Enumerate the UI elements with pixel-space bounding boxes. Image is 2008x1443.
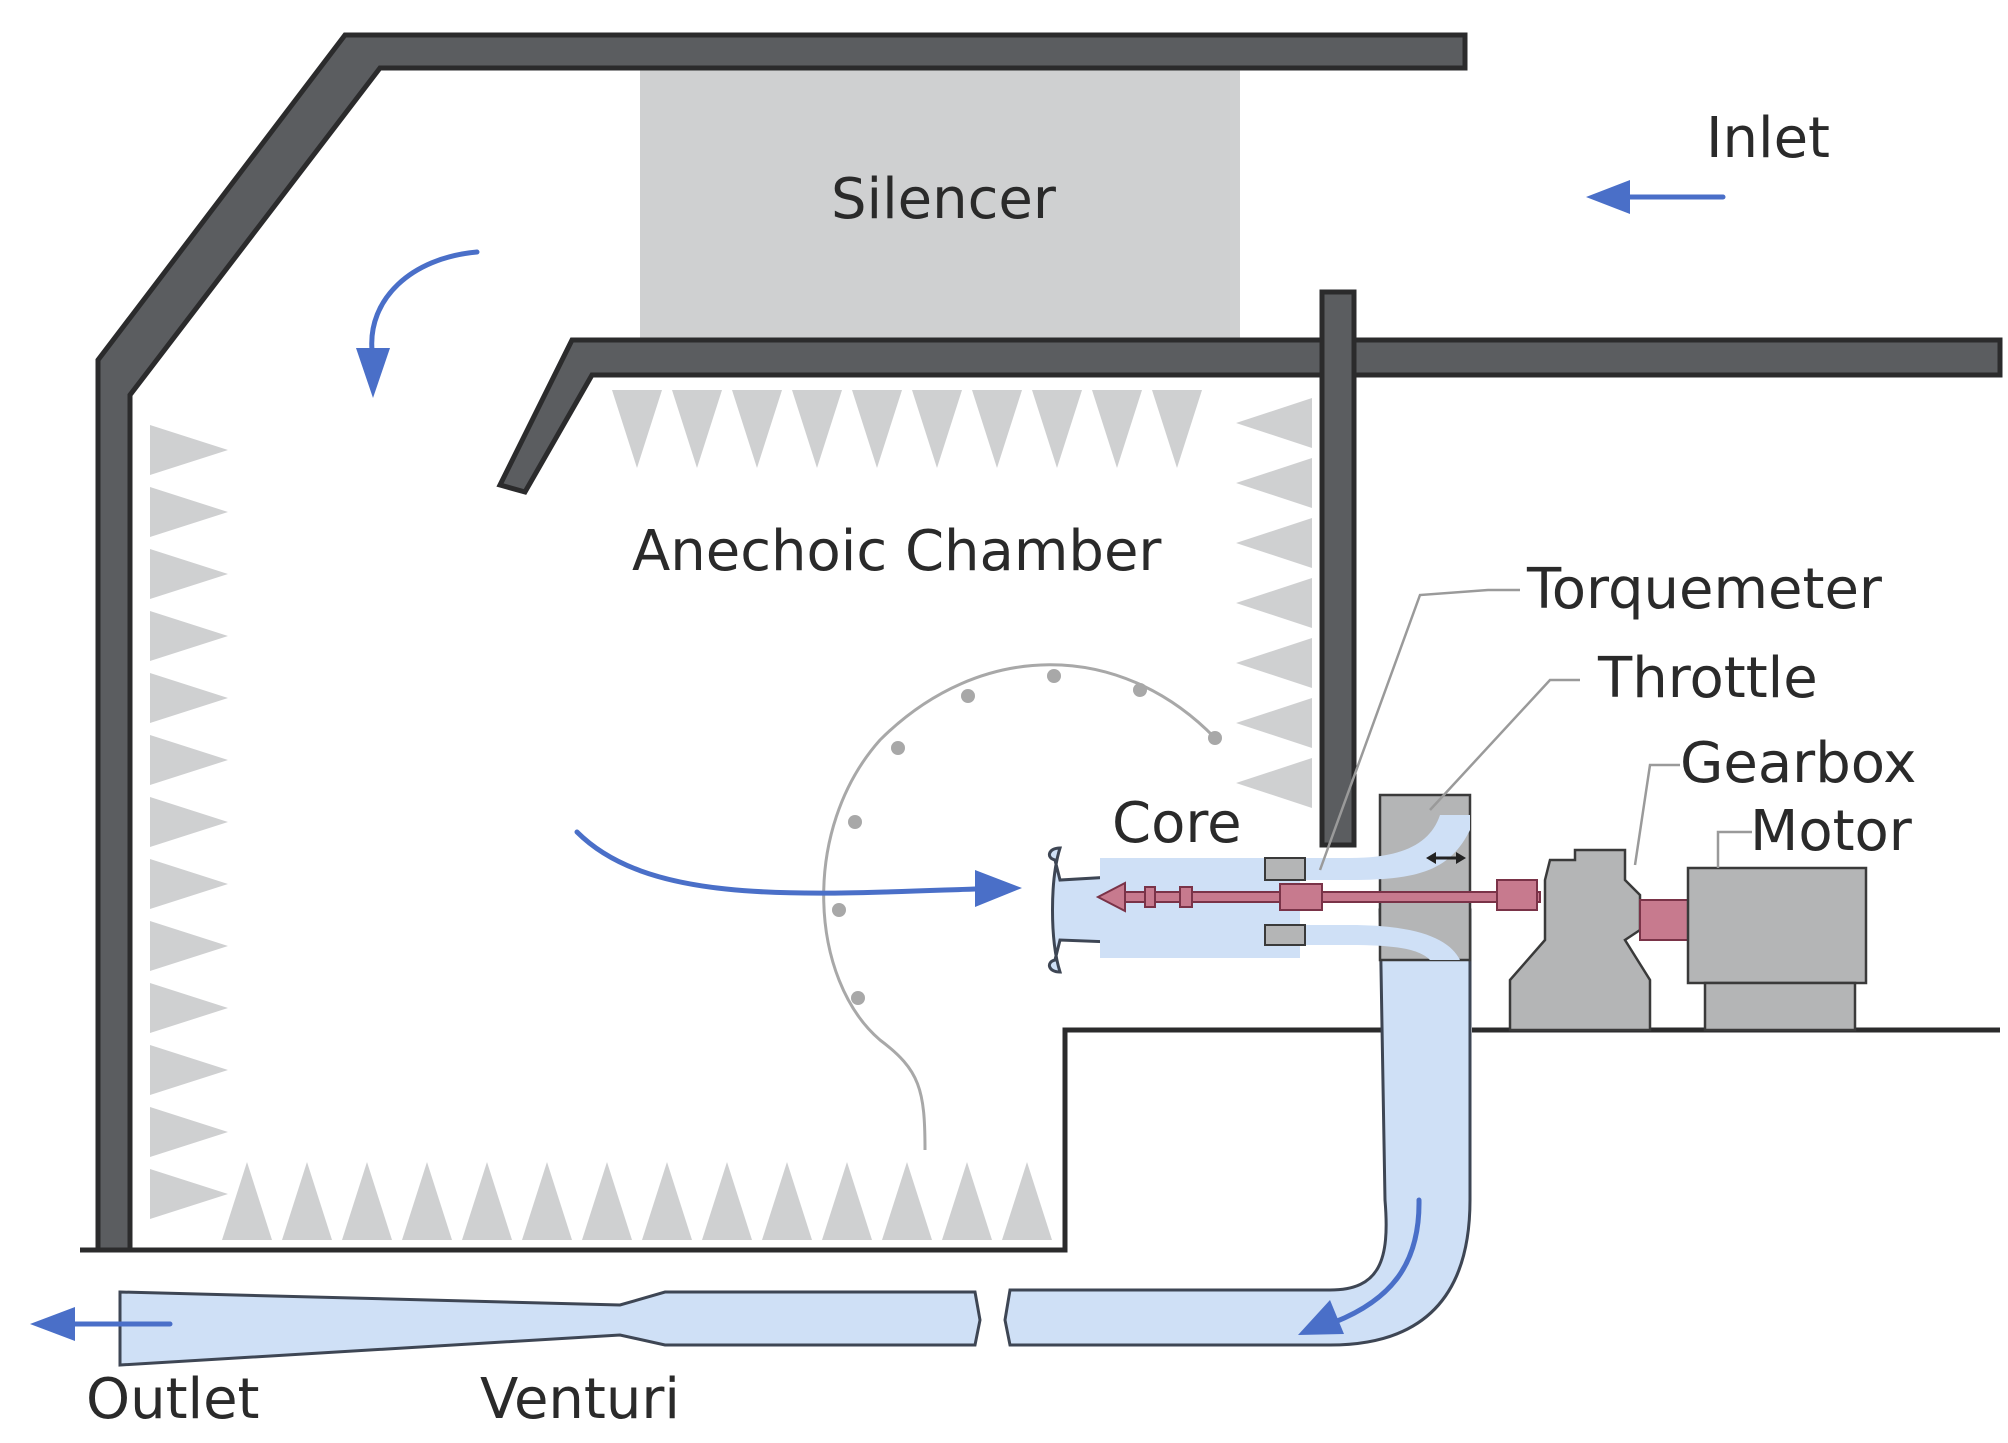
drive-shaft xyxy=(1109,891,1541,903)
core-inner-lower xyxy=(1264,924,1306,946)
motor-base xyxy=(1703,981,1857,1032)
silencer-downflow-arrow-icon xyxy=(356,249,480,398)
throttle-arrows-icon xyxy=(1426,852,1466,864)
torquemeter-label: Torquemeter xyxy=(1526,557,1883,622)
ceiling-wedges xyxy=(612,390,1202,468)
motor-coupling xyxy=(1639,899,1689,941)
anechoic-chamber-label: Anechoic Chamber xyxy=(632,519,1162,584)
left-wall-wedges xyxy=(150,425,228,1219)
right-wall-wedges xyxy=(1236,398,1312,808)
silencer-label: Silencer xyxy=(831,167,1057,232)
exhaust-duct xyxy=(1003,908,1472,1347)
leader-lines xyxy=(1318,588,1752,871)
venturi-tube xyxy=(118,1290,982,1367)
core-inner-upper xyxy=(1264,857,1306,881)
floor-wedges xyxy=(222,1162,1052,1240)
microphone-array xyxy=(822,663,1222,1151)
throttle-lower-duct xyxy=(1300,925,1460,960)
gearbox-label: Gearbox xyxy=(1680,731,1916,796)
throttle-label: Throttle xyxy=(1597,646,1818,711)
outlet-arrow-icon xyxy=(30,1307,173,1341)
venturi-label: Venturi xyxy=(480,1367,680,1432)
chamber-right-wall xyxy=(1319,289,1357,848)
core-label: Core xyxy=(1112,791,1242,856)
exhaust-flow-arrow-icon xyxy=(1298,1197,1422,1335)
outlet-label: Outlet xyxy=(86,1367,260,1432)
shaft-coupling xyxy=(1496,879,1538,911)
motor-body xyxy=(1686,866,1868,985)
chamber-floor xyxy=(80,1027,1460,1253)
throttle-upper-duct xyxy=(1300,815,1470,880)
chamber-top-wall xyxy=(496,337,2003,495)
chamber-flow-arrow-icon xyxy=(574,829,1022,907)
gearbox xyxy=(1508,848,1652,1032)
torquemeter-body xyxy=(1279,883,1323,911)
inlet-arrow-icon xyxy=(1586,180,1726,214)
inlet-label: Inlet xyxy=(1706,106,1830,171)
motor-label: Motor xyxy=(1750,799,1913,864)
silencer-block xyxy=(640,70,1240,345)
core-spinner xyxy=(1095,881,1126,913)
